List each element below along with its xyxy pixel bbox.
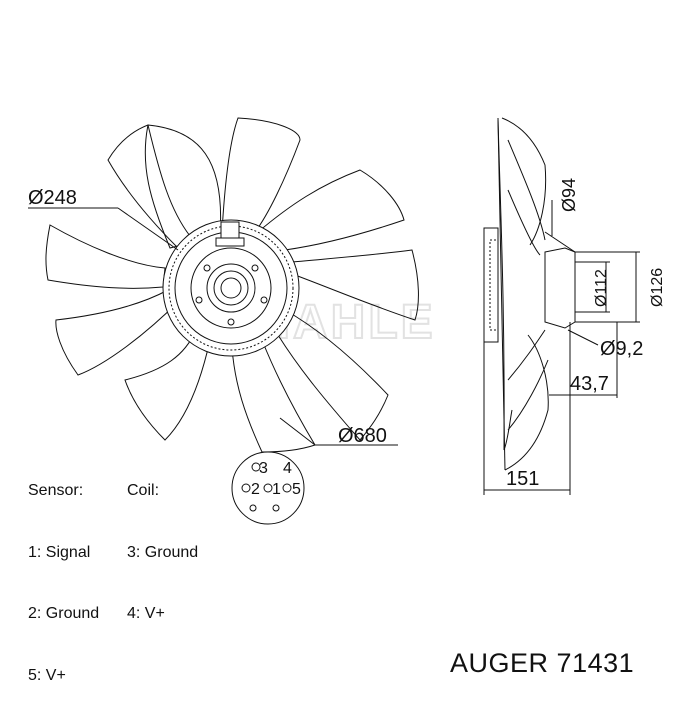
flange-diameter-label: Ø94 <box>559 178 579 212</box>
fan-blades <box>45 117 419 453</box>
overall-depth-label: 151 <box>506 468 539 490</box>
coil-legend-title: Coil: <box>127 482 160 499</box>
product-label: AUGER 71431 <box>450 648 634 679</box>
connector-pin-4: 4 <box>283 460 292 477</box>
sensor-legend-item: 1: Signal <box>28 543 91 561</box>
fan-blade <box>45 224 166 289</box>
hub-diameter-label: Ø248 <box>28 187 77 209</box>
fan-diameter-leader-diag <box>279 417 316 446</box>
sensor-legend-title: Sensor: <box>28 482 84 499</box>
part-number: 71431 <box>556 648 635 678</box>
hub-diameter-leader-diag <box>117 207 179 251</box>
fan-side-view <box>483 117 640 471</box>
side-view-dimensions <box>483 200 637 495</box>
bolt-circle-112-label: Ø112 <box>593 269 610 307</box>
coil-legend-item: 3: Ground <box>127 543 199 561</box>
connector-pin-2: 2 <box>251 481 260 498</box>
fan-blade <box>55 289 181 376</box>
fan-blade <box>277 309 389 441</box>
connector-pin-5: 5 <box>292 481 301 498</box>
fan-blade <box>107 124 191 249</box>
coil-legend-item: 4: V+ <box>127 605 165 622</box>
fan-blade <box>221 117 301 233</box>
fan-blade <box>257 169 405 251</box>
connector-pin-1: 1 <box>272 481 281 498</box>
coil-legend: Coil: 3: Ground 4: V+ <box>127 440 198 645</box>
connector-diagram <box>231 451 305 525</box>
sensor-legend: Sensor: 1: Signal 2: Ground 5: V+ <box>28 440 99 707</box>
sensor-legend-item: 2: Ground <box>28 605 100 622</box>
hole-diameter-label: Ø9,2 <box>600 338 643 360</box>
offset-label: 43,7 <box>570 373 609 395</box>
fan-diameter-label: Ø680 <box>338 425 387 447</box>
fan-blade <box>124 329 211 441</box>
fan-blade <box>231 339 316 453</box>
bolt-circle-126-label: Ø126 <box>649 268 666 307</box>
connector-pin-3: 3 <box>259 460 268 477</box>
fan-blade <box>291 249 419 321</box>
brand-name: AUGER <box>450 648 549 678</box>
sensor-legend-item: 5: V+ <box>28 666 66 684</box>
fan-hub <box>162 219 300 357</box>
